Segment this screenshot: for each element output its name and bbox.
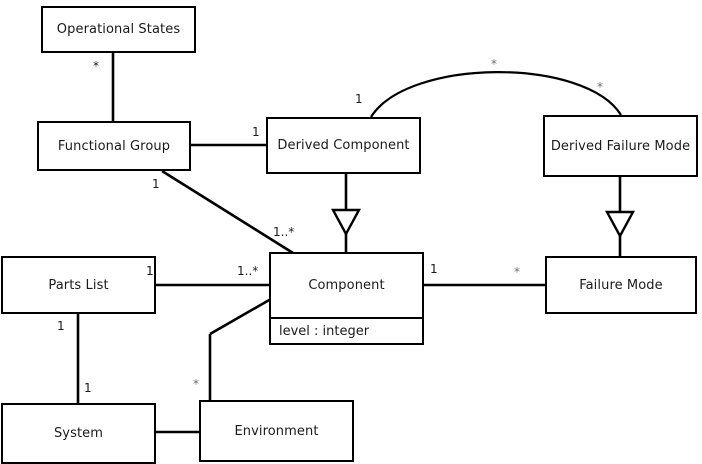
generalization-triangle-derived-component (330, 208, 362, 237)
class-box-failure-mode[interactable]: Failure Mode (545, 256, 697, 314)
edge-functional-group-component (161, 169, 294, 255)
class-name-operational-states: Operational States (56, 22, 181, 37)
class-box-component[interactable]: Component level : integer (269, 252, 424, 345)
multiplicity-arc-peak: * (491, 57, 497, 71)
class-name-system: System (53, 426, 104, 441)
multiplicity-component-failure-mode: 1 (430, 262, 438, 276)
class-name-parts-list: Parts List (48, 277, 109, 293)
edge-environment-component-diagonal (209, 297, 272, 336)
multiplicity-component-functional-group: 1..* (273, 225, 295, 239)
class-name-environment: Environment (234, 423, 319, 439)
class-box-parts-list[interactable]: Parts List (1, 256, 156, 314)
multiplicity-parts-list-system: 1 (57, 319, 65, 333)
multiplicity-parts-list-component-near-parts: 1 (146, 264, 154, 278)
class-name-derived-component: Derived Component (277, 138, 410, 153)
class-box-derived-failure-mode[interactable]: Derived Failure Mode (543, 115, 698, 177)
multiplicity-derived-failure-mode-arc: * (597, 80, 603, 94)
multiplicity-derived-component-arc: 1 (355, 92, 363, 106)
multiplicity-environment-component: * (193, 377, 199, 391)
multiplicity-failure-mode-component: * (514, 265, 520, 279)
multiplicity-functional-group-derived-component: 1 (252, 125, 260, 139)
class-attribute-component-level: level : integer (271, 317, 422, 343)
generalization-triangle-derived-failure-mode (604, 210, 636, 239)
multiplicity-functional-group-component: 1 (152, 177, 160, 191)
class-name-failure-mode: Failure Mode (579, 277, 663, 293)
class-name-derived-failure-mode: Derived Failure Mode (550, 138, 691, 154)
multiplicity-parts-list-component-near-component: 1..* (237, 264, 259, 278)
edge-derived-component-derived-failure-mode (370, 71, 622, 118)
class-box-operational-states[interactable]: Operational States (41, 6, 196, 53)
class-box-derived-component[interactable]: Derived Component (266, 117, 421, 174)
multiplicity-operational-states-functional-group: * (93, 59, 99, 73)
class-box-functional-group[interactable]: Functional Group (37, 121, 191, 171)
multiplicity-system-parts-list: 1 (84, 381, 92, 395)
class-name-functional-group: Functional Group (57, 138, 171, 154)
class-name-component: Component (308, 278, 385, 293)
class-box-environment[interactable]: Environment (199, 400, 354, 462)
class-box-system[interactable]: System (1, 403, 156, 464)
